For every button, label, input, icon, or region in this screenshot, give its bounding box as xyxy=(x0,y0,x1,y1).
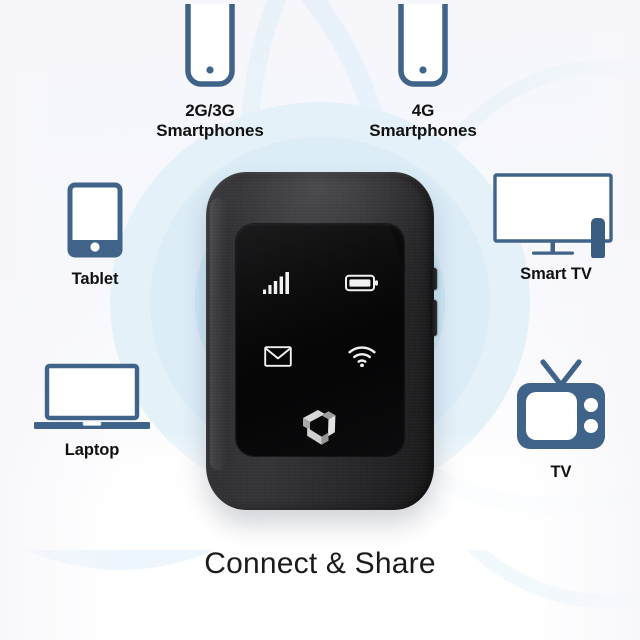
envelope-icon xyxy=(264,346,292,372)
tagline: Connect & Share xyxy=(204,547,436,580)
router-display-screen[interactable] xyxy=(236,224,404,456)
pinwheel-logo xyxy=(294,400,346,456)
laptop-icon xyxy=(32,362,152,439)
device-node-smartphones-4g[interactable]: 4G Smartphones xyxy=(333,0,513,141)
device-label: 2G/3G Smartphones xyxy=(156,101,264,141)
power-button[interactable] xyxy=(432,268,437,290)
ring-fade-left xyxy=(0,0,120,640)
wifi-icon xyxy=(348,346,376,372)
tv-icon xyxy=(509,358,613,459)
device-node-tablet[interactable]: Tablet xyxy=(36,182,154,289)
ring-fade-right xyxy=(520,0,640,640)
device-label: TV xyxy=(550,463,572,481)
device-node-tv[interactable]: TV xyxy=(500,358,622,482)
smartphone-icon xyxy=(184,0,236,93)
tablet-icon xyxy=(67,182,123,263)
device-label: Tablet xyxy=(71,270,119,288)
device-label: Smart TV xyxy=(520,265,592,283)
device-node-smart-tv[interactable]: Smart TV xyxy=(478,172,634,284)
smartphone-icon xyxy=(397,0,449,93)
device-node-smartphones-2g3g[interactable]: 2G/3G Smartphones xyxy=(120,0,300,141)
smart-tv-icon xyxy=(492,172,620,263)
device-node-laptop[interactable]: Laptop xyxy=(20,362,164,460)
device-label: Laptop xyxy=(64,441,120,459)
reset-button[interactable] xyxy=(432,300,437,336)
portable-4g-wifi-router[interactable] xyxy=(206,172,437,510)
battery-icon xyxy=(345,274,379,297)
signal-bars-icon xyxy=(263,271,293,299)
device-label: 4G Smartphones xyxy=(369,101,477,141)
